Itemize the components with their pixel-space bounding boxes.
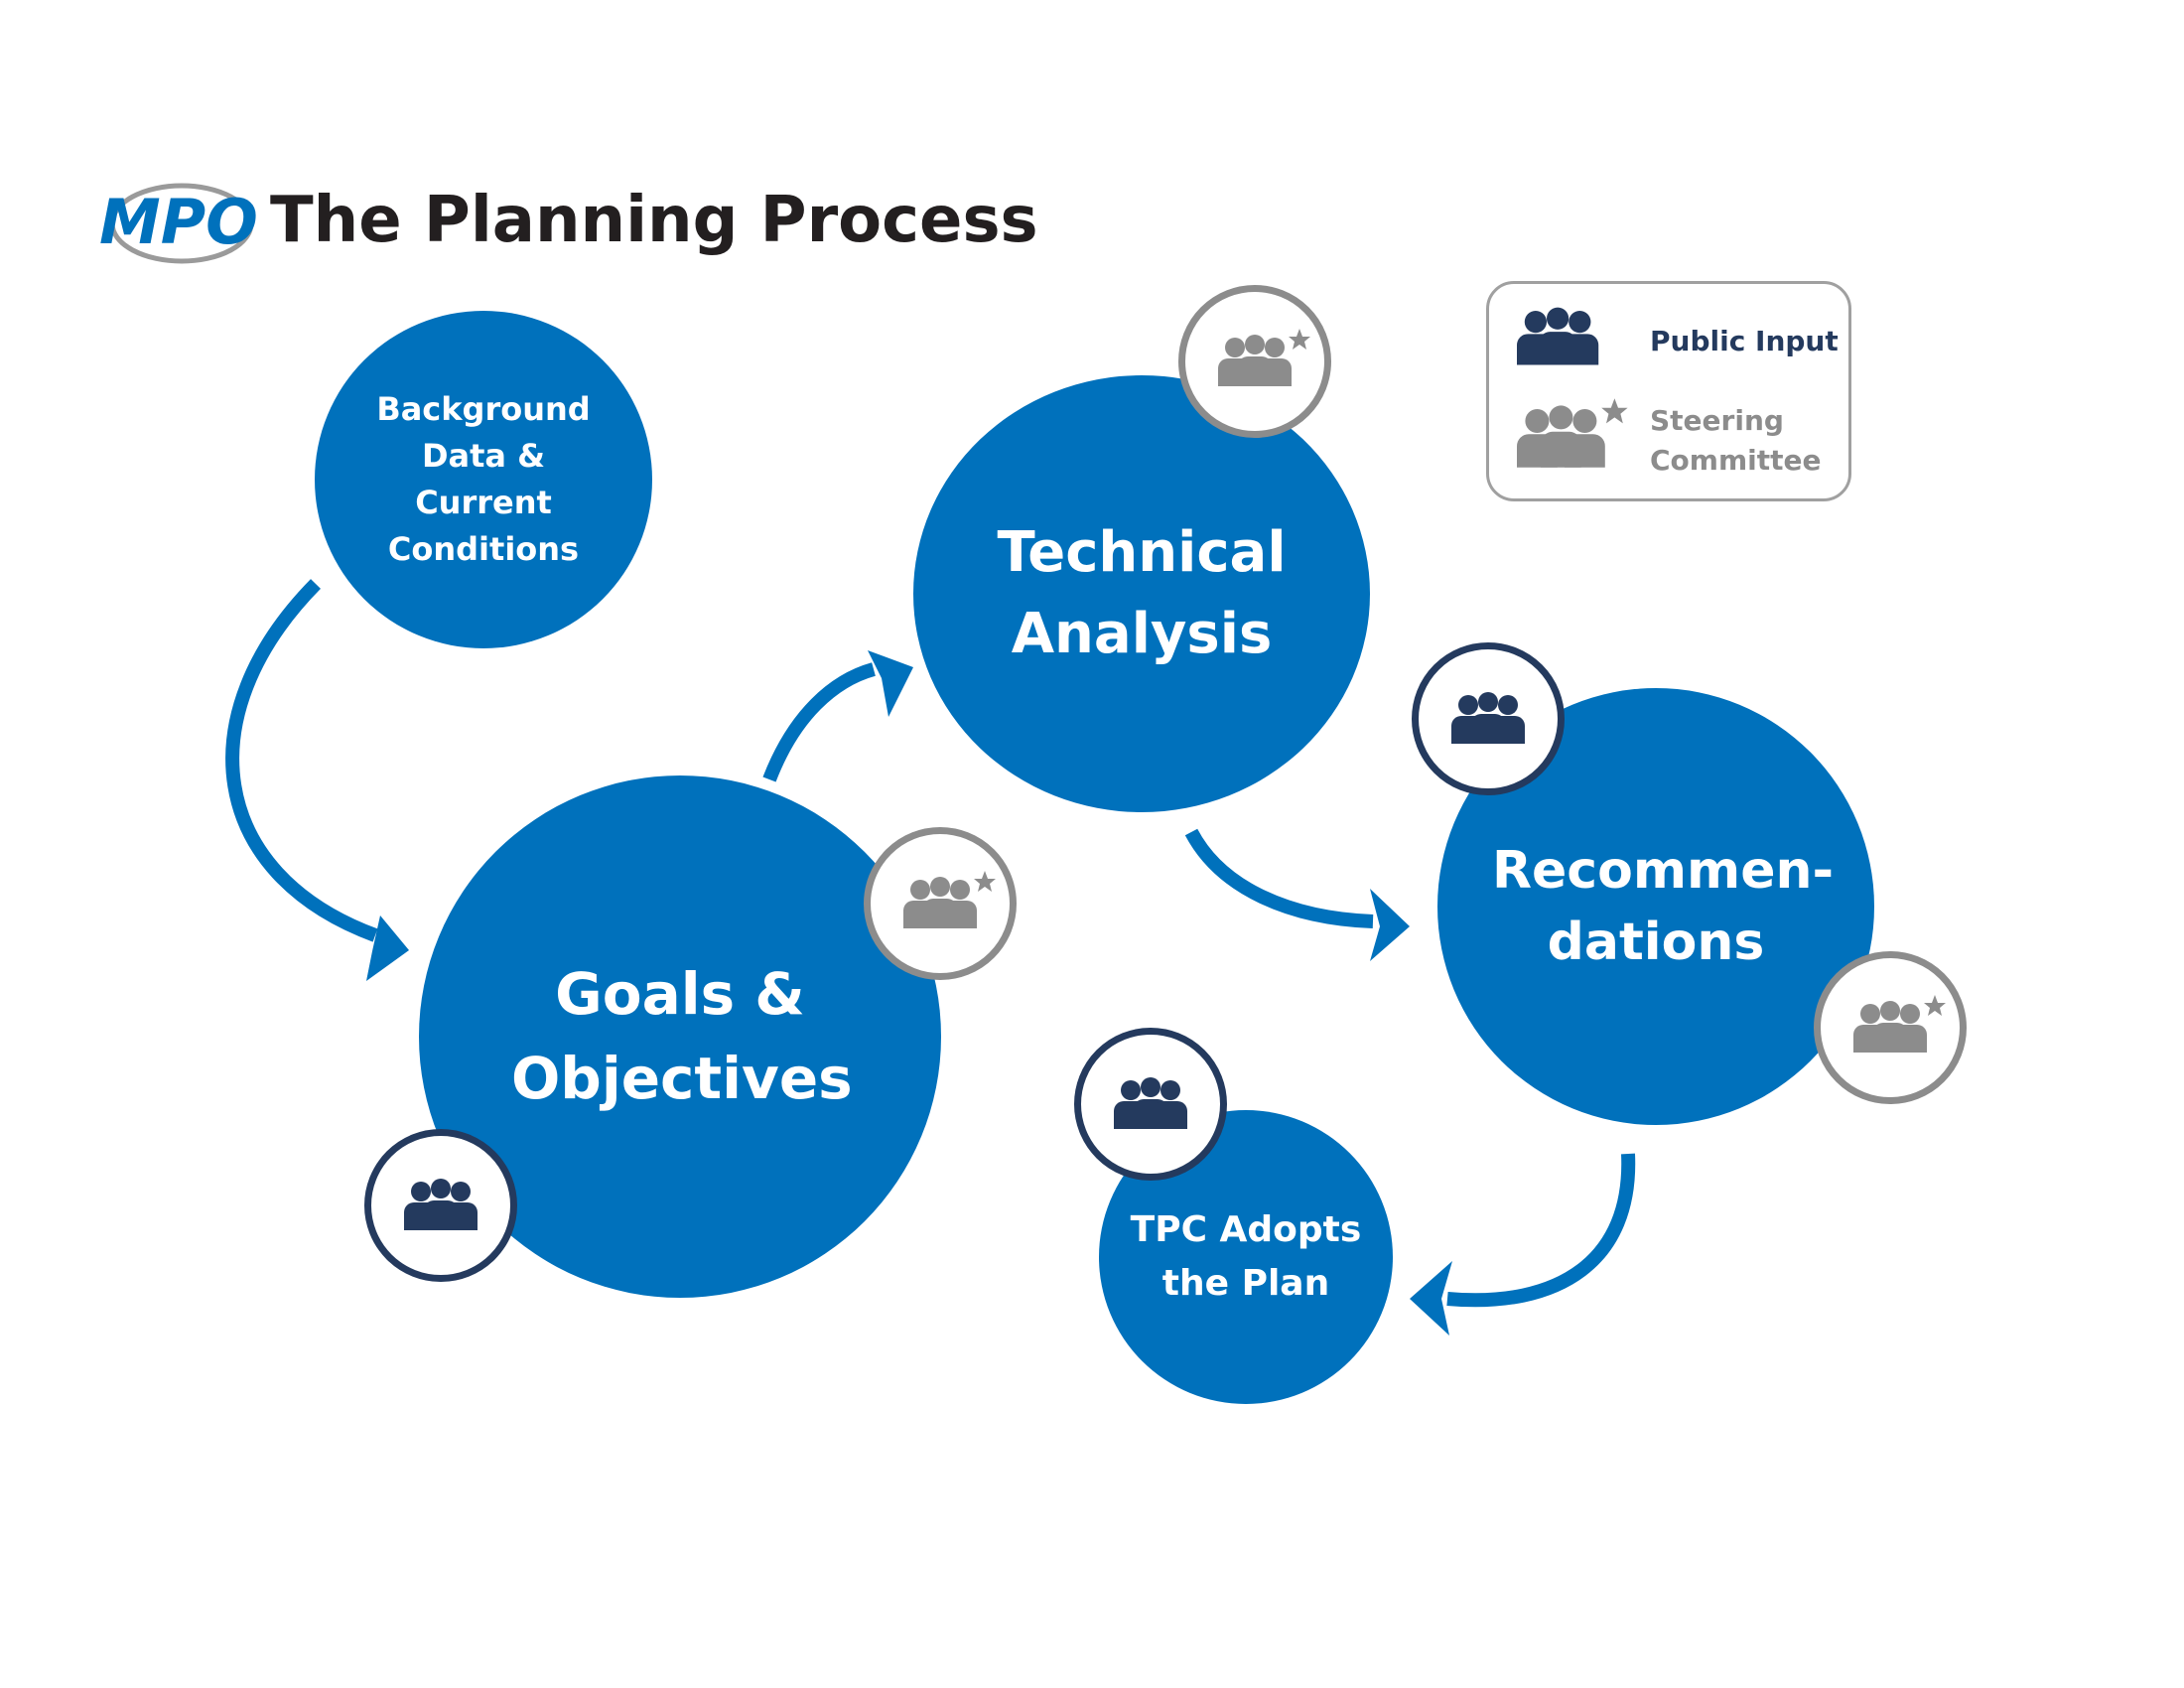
arrowhead-tpc bbox=[1410, 1261, 1452, 1336]
arrow-background-to-goals bbox=[225, 579, 378, 942]
badge-goals-public bbox=[364, 1129, 517, 1282]
steering-committee-icon bbox=[1517, 398, 1628, 468]
public-input-icon bbox=[1114, 1077, 1187, 1129]
legend-public-input-label: Public Input bbox=[1650, 325, 1839, 357]
step-technical-analysis: Technical Analysis bbox=[913, 375, 1370, 812]
public-input-icon bbox=[1517, 307, 1599, 365]
badge-goals-steering bbox=[864, 827, 1017, 980]
page-title: The Planning Process bbox=[270, 184, 1038, 257]
badge-recommendations-public bbox=[1412, 642, 1565, 795]
arrow-recommendations-to-tpc bbox=[1446, 1153, 1636, 1308]
arrow-goals-to-technical bbox=[762, 662, 877, 782]
mpo-logo: MPO bbox=[94, 174, 263, 273]
arrowhead-technical bbox=[868, 650, 913, 717]
legend-steering-committee-label: Steering Committee bbox=[1650, 404, 1822, 477]
legend: Public Input Steering Committee bbox=[1486, 281, 1851, 501]
public-input-icon bbox=[404, 1179, 478, 1230]
badge-recommendations-steering bbox=[1814, 951, 1967, 1104]
arrow-technical-to-recommendations bbox=[1184, 828, 1374, 928]
badge-technical-steering bbox=[1178, 285, 1331, 438]
steering-committee-icon bbox=[1218, 329, 1310, 386]
arrowhead-recommendations bbox=[1370, 889, 1410, 961]
badge-tpc-public bbox=[1074, 1028, 1227, 1181]
public-input-icon bbox=[1451, 692, 1525, 744]
steering-committee-icon bbox=[903, 871, 996, 928]
step-background-data: Background Data & Current Conditions bbox=[315, 311, 652, 648]
steering-committee-icon bbox=[1853, 995, 1946, 1053]
svg-text:MPO: MPO bbox=[99, 186, 258, 258]
arrowhead-goals bbox=[366, 915, 409, 981]
